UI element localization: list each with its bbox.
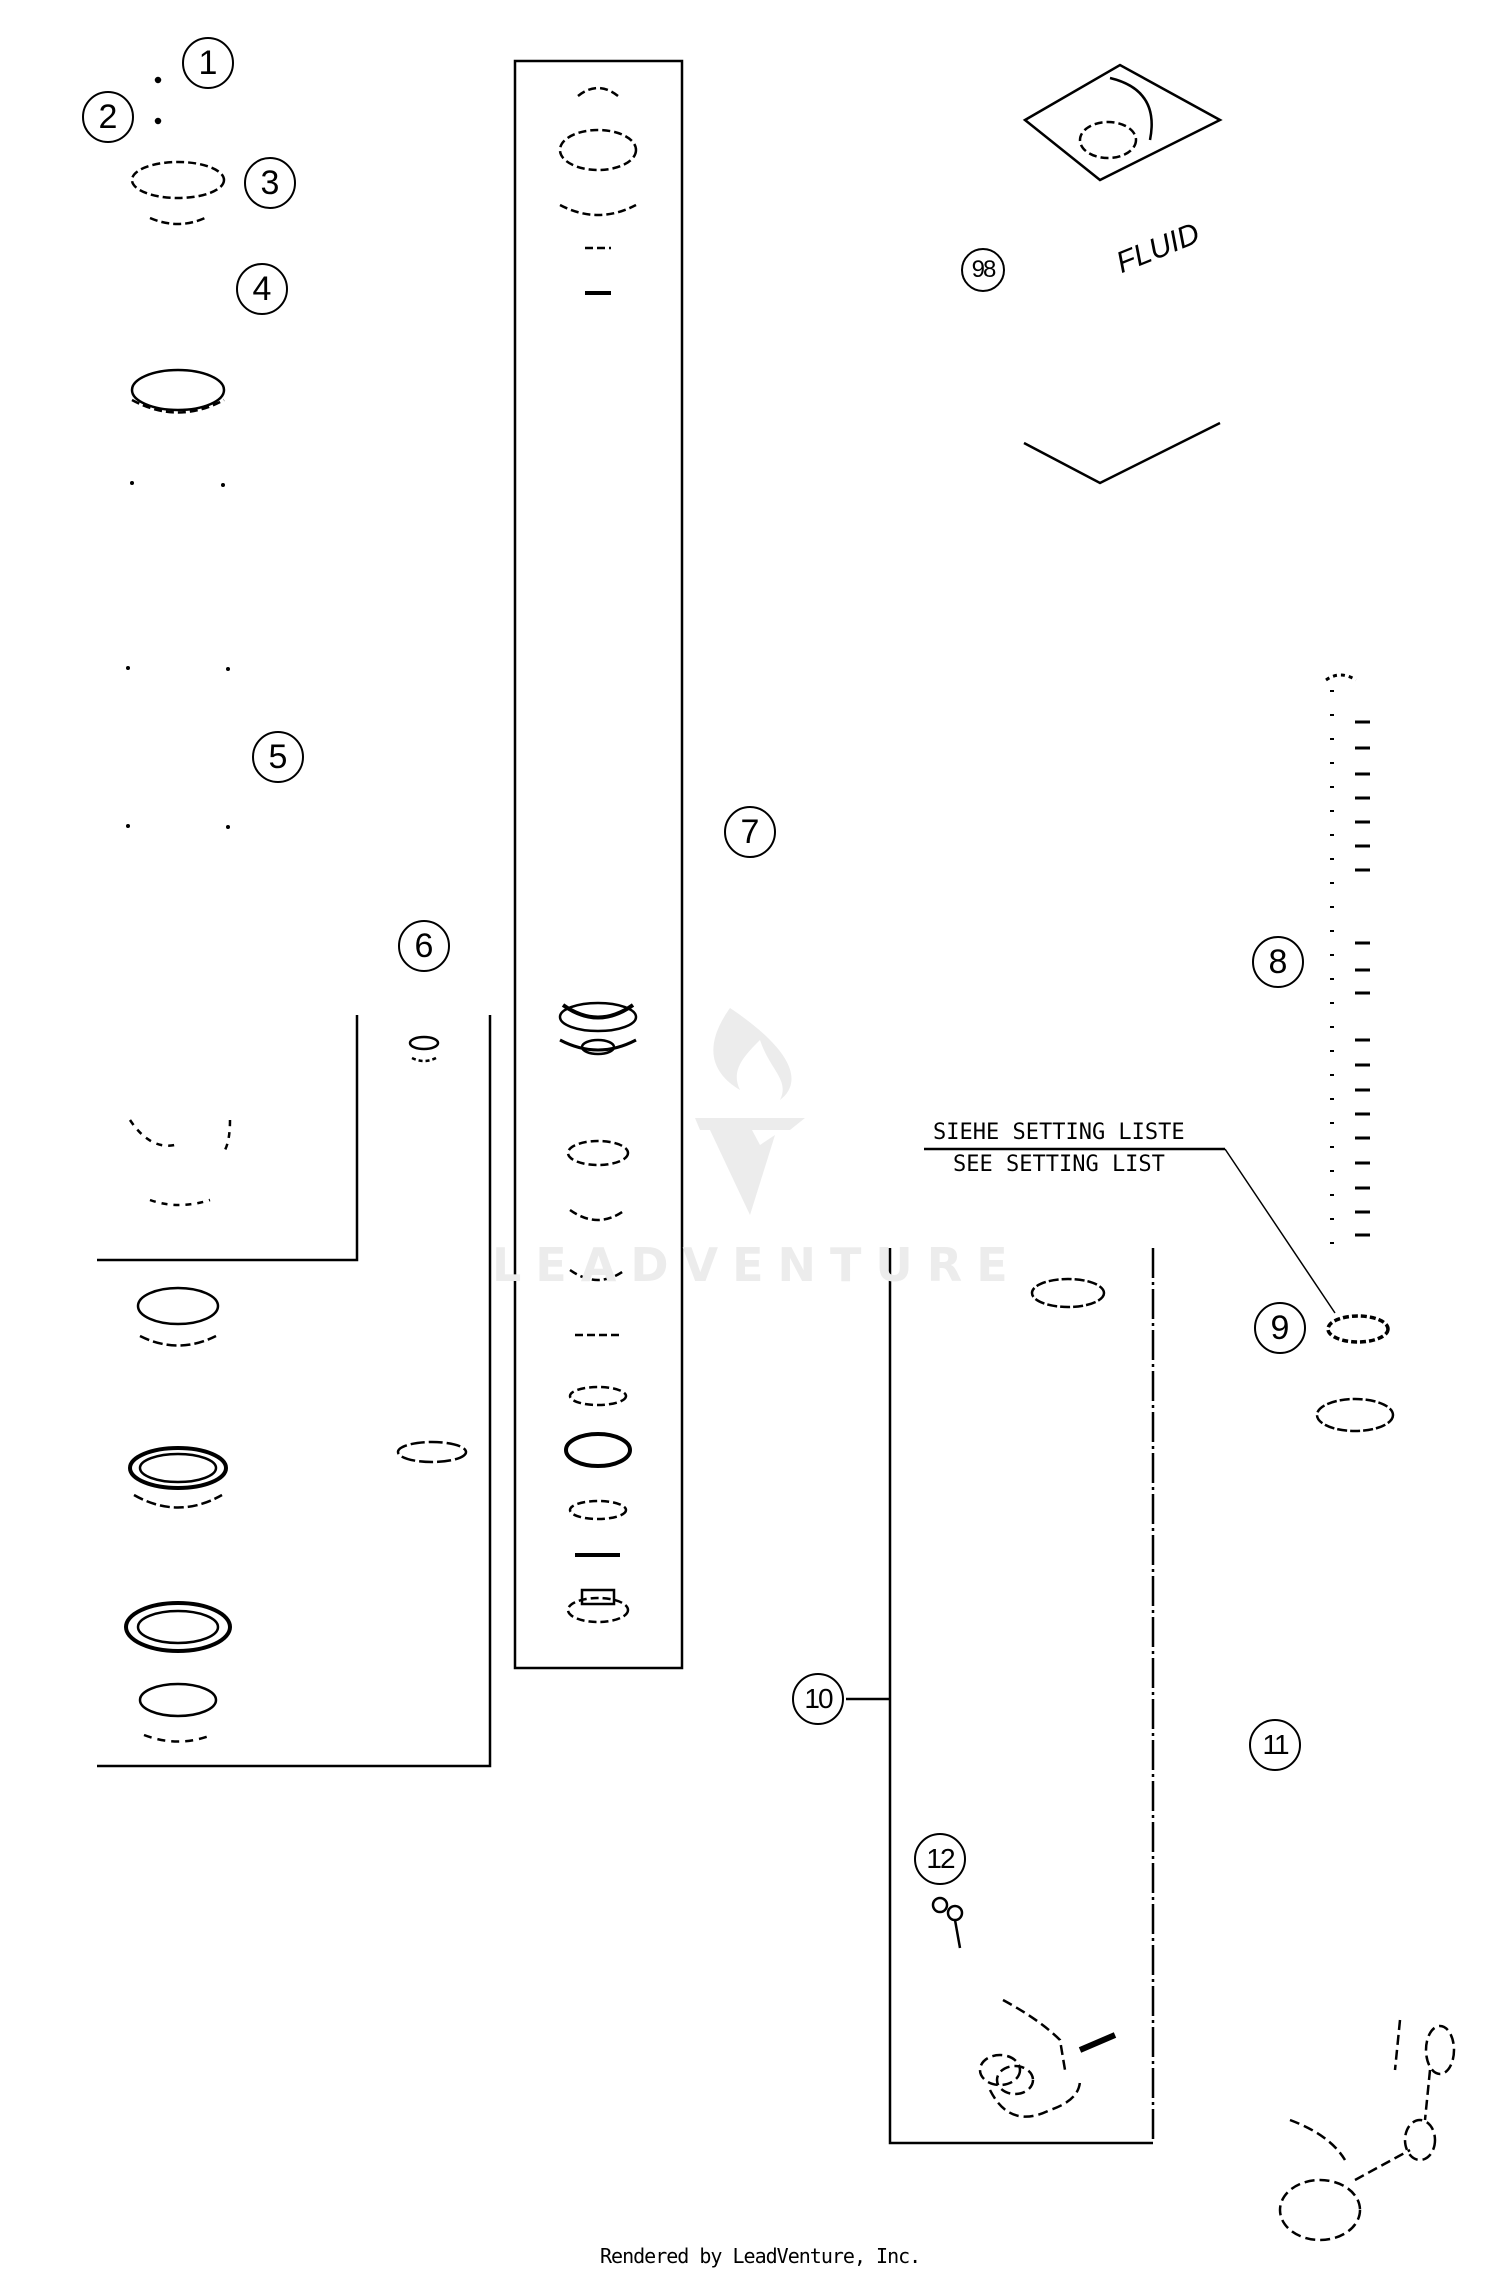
part-5-markers [126,481,230,829]
callout-12[interactable]: 12 [914,1833,966,1885]
note-leader [1224,1148,1336,1314]
fluid-can-icon [1022,63,1223,485]
note-german: SIEHE SETTING LISTE [933,1120,1185,1145]
callout-8[interactable]: 8 [1252,936,1304,988]
watermark-logo-icon [695,1008,805,1215]
part-6-stack [124,1035,468,1743]
callout-2[interactable]: 2 [82,91,134,143]
callout-7[interactable]: 7 [724,806,776,858]
bracket-6 [97,1015,492,1768]
note-english: SEE SETTING LIST [953,1152,1165,1177]
bracket-10 [888,1248,1153,2145]
callout-3[interactable]: 3 [244,157,296,209]
spring-part-8 [1325,673,1370,1250]
part-7-stack [558,86,638,1624]
callout-11[interactable]: 11 [1249,1719,1301,1771]
callout-4[interactable]: 4 [236,263,288,315]
part-9-rings [1030,1277,1395,1433]
part-5-bushing [128,1119,232,1207]
part-1-2-3-4 [130,160,226,414]
group-box-7 [513,59,684,1670]
part-12-valve [931,1896,964,1949]
callout-9[interactable]: 9 [1254,1302,1306,1354]
watermark-text: LEADVENTURE [492,1238,1022,1292]
caliper-part-11 [1278,2019,1456,2242]
callout-5[interactable]: 5 [252,731,304,783]
callout-10[interactable]: 10 [792,1673,844,1725]
callout-1[interactable]: 1 [182,37,234,89]
bracket-5 [97,1015,359,1262]
callout-6[interactable]: 6 [398,920,450,972]
caliper-part-10 [978,1998,1117,2118]
callout-98[interactable]: 98 [961,248,1005,292]
footer-credit: Rendered by LeadVenture, Inc. [600,2244,921,2268]
